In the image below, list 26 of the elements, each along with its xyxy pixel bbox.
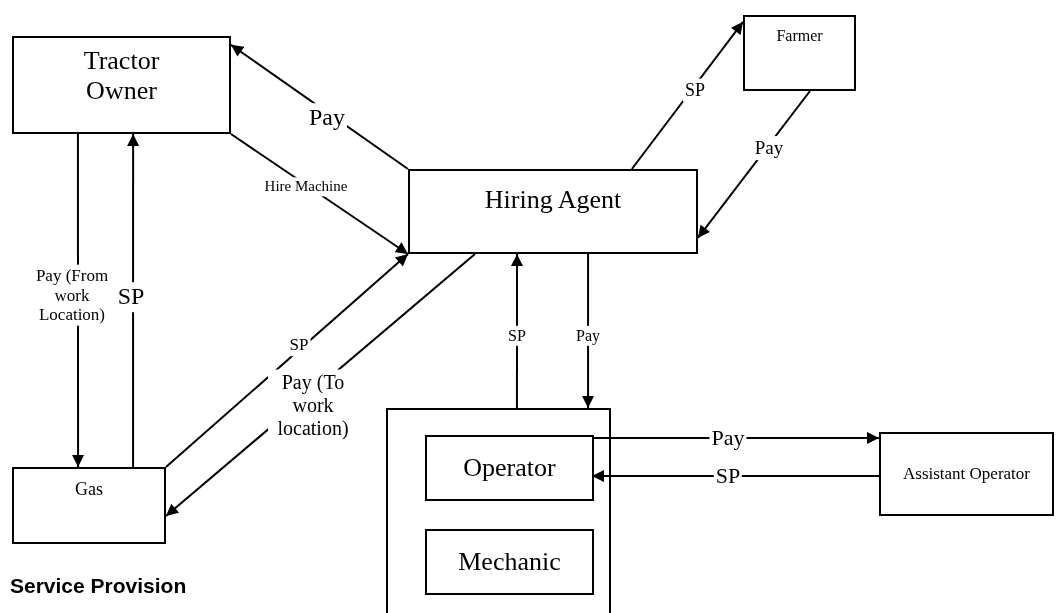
arrow (165, 253, 409, 468)
node-label: Assistant Operator (903, 464, 1030, 484)
node-label: Operator (463, 453, 556, 483)
node-label: Farmer (776, 27, 823, 46)
edge-label: Hire Machine (262, 177, 350, 197)
process-box (743, 15, 856, 91)
arrow (511, 253, 524, 409)
process-box (425, 529, 594, 595)
process-box (408, 169, 698, 254)
node-label: Mechanic (458, 547, 561, 577)
edge-label: Pay (574, 325, 602, 347)
node-label: Hiring Agent (484, 185, 622, 215)
edge-label: SP (506, 325, 528, 347)
edge-label: SP (683, 78, 707, 102)
process-box (12, 467, 166, 544)
arrow (127, 133, 140, 468)
edge-label: Pay (752, 136, 786, 160)
caption: Service Provision (10, 574, 187, 598)
edge-label: Pay (307, 103, 347, 133)
node-label: Tractor Owner (82, 46, 161, 106)
node-label: Gas (75, 479, 103, 500)
arrow (591, 470, 880, 483)
process-box (12, 36, 231, 134)
empty-box (386, 408, 611, 613)
process-box (425, 435, 594, 501)
process-box (879, 432, 1054, 516)
